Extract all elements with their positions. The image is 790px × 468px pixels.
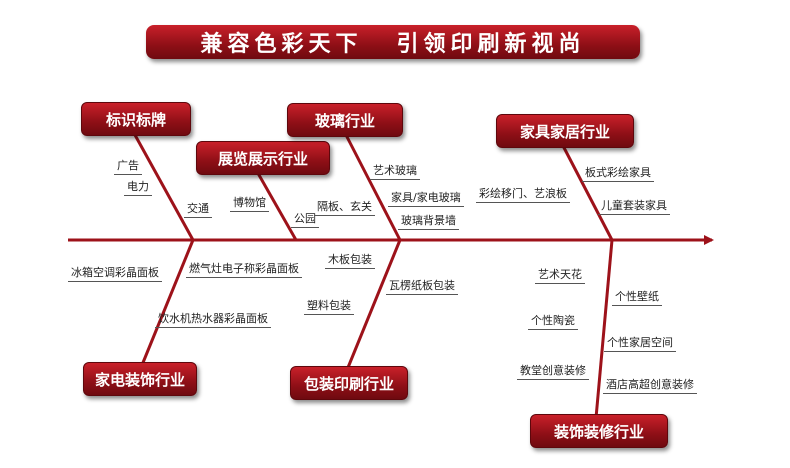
label-wood-pack: 木板包装: [325, 253, 375, 269]
label-heater-panel: 饮水机热水器彩晶面板: [155, 312, 271, 328]
category-exhibition: 展览展示行业: [196, 141, 330, 175]
label-park: 公园: [291, 212, 319, 228]
label-ad: 广告: [114, 159, 142, 175]
label-carton-pack: 瓦楞纸板包装: [386, 279, 458, 295]
label-hotel: 酒店高超创意装修: [603, 378, 697, 394]
label-fridge-panel: 冰箱空调彩晶面板: [68, 266, 162, 282]
bone-appliance: [138, 239, 195, 371]
label-painted-furniture: 板式彩绘家具: [582, 166, 654, 182]
label-plastic-pack: 塑料包装: [304, 299, 354, 315]
label-furniture-glass: 家具/家电玻璃: [388, 191, 464, 207]
label-ceiling: 艺术天花: [535, 268, 585, 284]
banner-right: 引领印刷新视尚: [396, 32, 586, 57]
label-wallpaper: 个性壁纸: [612, 290, 662, 306]
bone-decoration: [594, 239, 614, 419]
category-furniture: 家具家居行业: [496, 114, 634, 148]
category-signage: 标识标牌: [81, 102, 191, 136]
category-glass: 玻璃行业: [287, 103, 403, 137]
bone-exhibition: [253, 167, 298, 241]
label-stove-panel: 燃气灶电子称彩晶面板: [186, 262, 302, 278]
bone-packaging: [345, 239, 402, 371]
label-home-space: 个性家居空间: [604, 336, 676, 352]
category-decoration: 装饰装修行业: [530, 414, 668, 448]
label-power: 电力: [124, 180, 152, 196]
label-partition: 隔板、玄关: [314, 200, 375, 216]
label-traffic: 交通: [184, 202, 212, 218]
label-church: 教堂创意装修: [517, 364, 589, 380]
bone-furniture: [558, 139, 614, 241]
banner-left: 兼容色彩天下: [200, 32, 363, 57]
label-art-glass: 艺术玻璃: [370, 164, 420, 180]
bone-glass: [343, 132, 402, 241]
category-appliance: 家电装饰行业: [83, 362, 197, 396]
label-glass-wall: 玻璃背景墙: [398, 214, 459, 230]
bone-signage: [133, 134, 195, 241]
label-color-door: 彩绘移门、艺浪板: [476, 187, 570, 203]
label-kids-furniture: 儿童套装家具: [598, 199, 670, 215]
banner: 兼容色彩天下 引领印刷新视尚: [146, 25, 640, 59]
category-packaging: 包装印刷行业: [290, 366, 408, 400]
label-museum: 博物馆: [230, 196, 269, 212]
label-ceramic: 个性陶瓷: [528, 314, 578, 330]
